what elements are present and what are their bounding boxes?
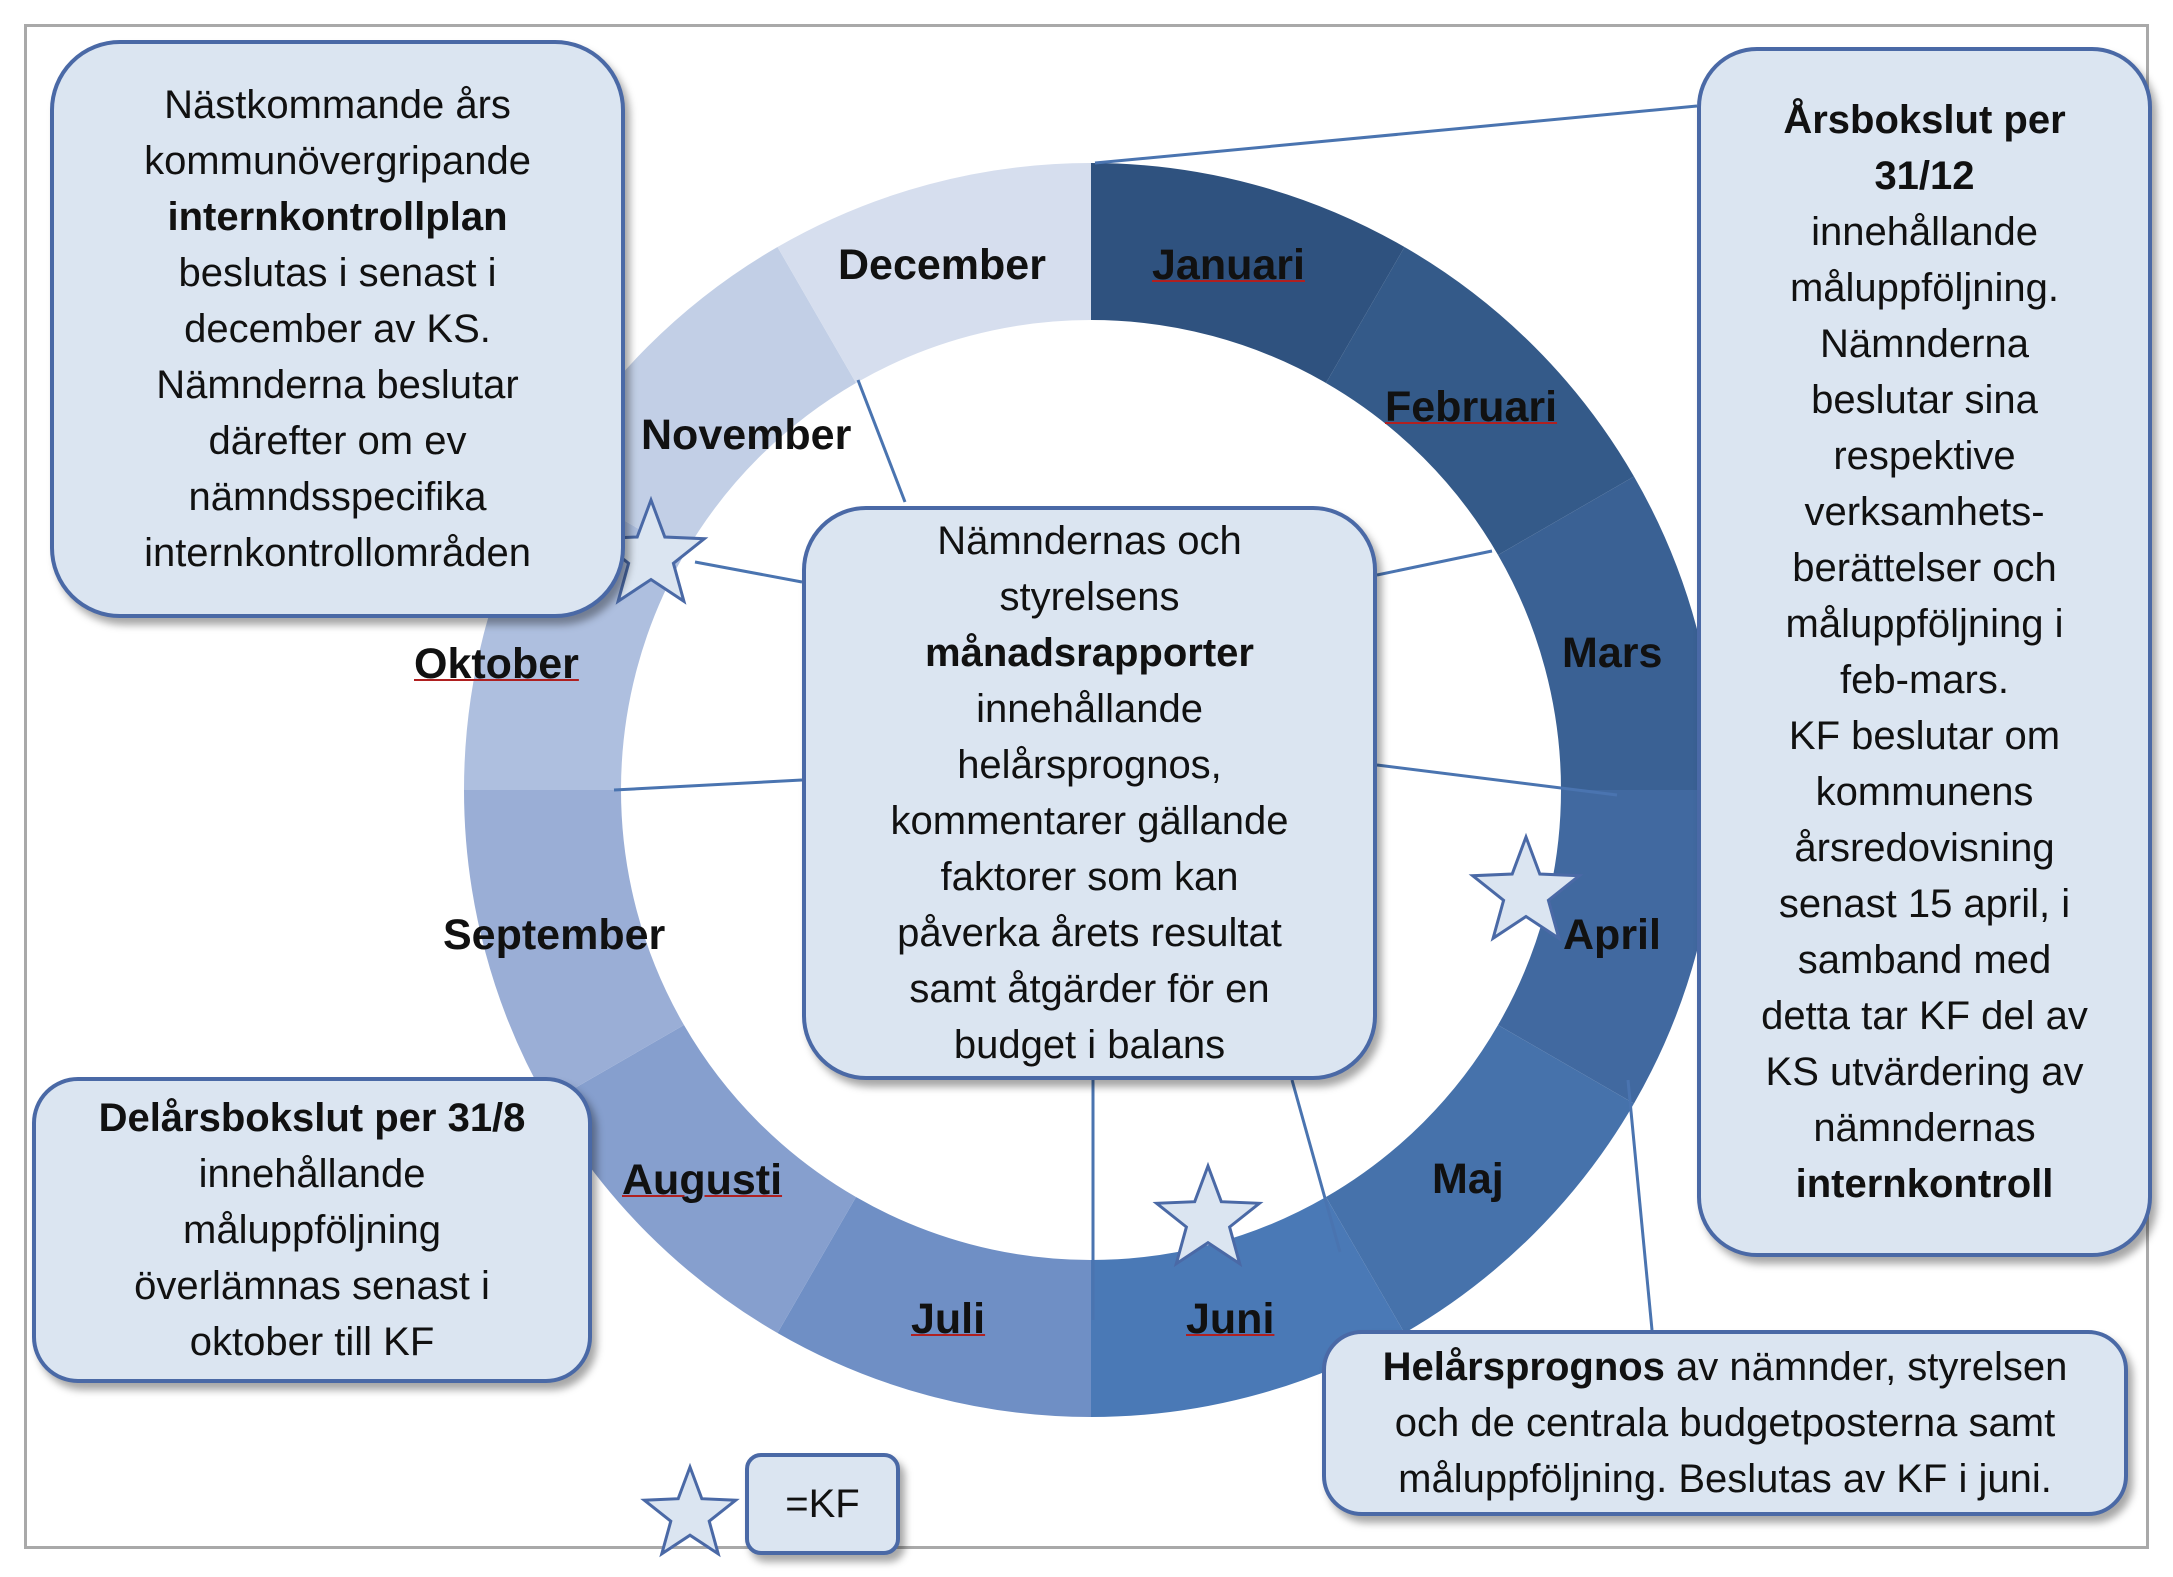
annual-line-8: verksamhets- [1804,490,2045,534]
connector-monthly-mars [1376,549,1493,577]
interim-line-1: Delårsbokslut per 31/8 [98,1096,526,1140]
interim-line-2: innehållande [198,1152,426,1196]
month-segment-november [548,247,856,555]
monthly-line-6: kommentarer gällande [890,799,1289,843]
month-label-september: September [443,911,666,959]
month-segment-februari [1326,247,1634,555]
month-segment-april [1498,790,1718,1104]
annual-line-15: senast 15 april, i [1778,882,2071,926]
star-icon-april [1468,832,1584,942]
internal-line-6: Nämnderna beslutar [156,363,519,407]
connector-monthly-september [613,778,803,792]
annual-line-1: Årsbokslut per [1783,98,2066,142]
interim-line-4: överlämnas senast i [134,1264,490,1308]
annual-line-5: Nämnderna [1819,322,2029,366]
internal-line-2: kommunövergripande [144,139,531,183]
annual-line-13: kommunens [1815,770,2034,814]
connector-annual [1094,104,1698,165]
fullyear-line-3: måluppföljning. Beslutas av KF i juni. [1398,1457,2052,1501]
month-label-augusti: Augusti [622,1156,783,1204]
annual-line-12: KF beslutar om [1788,714,2061,758]
internal-line-9: internkontrollområden [144,531,531,575]
month-label-december: December [838,241,1046,289]
legend-label: =KF [785,1482,860,1526]
month-label-maj: Maj [1432,1155,1504,1203]
fullyear-line-2: och de centrala budgetposterna samt [1394,1401,2056,1445]
month-segment-september [464,790,684,1104]
interim-line-5: oktober till KF [189,1320,435,1364]
month-segment-december [777,163,1091,383]
internal-control-plan-box: Nästkommande års kommunövergripande inte… [50,40,625,618]
monthly-line-10: budget i balans [953,1023,1226,1067]
connector-monthly-maj [1290,1079,1342,1253]
annual-line-14: årsredovisning [1794,826,2055,870]
annual-line-17: detta tar KF del av [1761,994,2088,1038]
month-label-juli: Juli [911,1295,986,1343]
full-year-forecast-box: Helårsprognos av nämnder, styrelsen och … [1322,1330,2128,1516]
monthly-reports-box: Nämndernas och styrelsens månadsrapporte… [802,506,1377,1080]
month-segment-juli [777,1197,1091,1417]
connector-monthly-april [1376,763,1618,797]
connector-fullyear-maj [1626,1079,1654,1331]
internal-line-8: nämndsspecifika [188,475,487,519]
internal-line-4: beslutas i senast i [178,251,497,295]
annual-line-16: samband med [1797,938,2052,982]
internal-line-3: internkontrollplan [167,195,508,239]
monthly-line-7: faktorer som kan [940,855,1239,899]
annual-line-2: 31/12 [1874,154,1975,198]
annual-line-18: KS utvärdering av [1765,1050,2084,1094]
monthly-line-8: påverka årets resultat [897,911,1282,955]
star-icon-juni [1152,1161,1264,1268]
month-label-april: April [1563,911,1661,959]
month-label-oktober: Oktober [414,640,579,688]
month-label-januari: Januari [1152,241,1305,289]
connector-lines [613,104,1698,1331]
annual-line-3: innehållande [1811,210,2038,254]
annual-line-4: måluppföljning. [1789,266,2060,310]
monthly-line-4: innehållande [976,687,1203,731]
internal-line-1: Nästkommande års [164,83,511,127]
month-segment-maj [1326,1025,1634,1333]
connector-internal-star [694,560,803,584]
monthly-line-1: Nämndernas och [937,519,1242,563]
interim-accounts-box: Delårsbokslut per 31/8 innehållande målu… [32,1077,592,1383]
annual-accounts-box: Årsbokslut per 31/12 innehållande målupp… [1697,47,2152,1257]
connector-internal-december [856,379,907,503]
monthly-line-2: styrelsens [999,575,1180,619]
annual-line-7: respektive [1833,434,2016,478]
annual-line-10: måluppföljning i [1785,602,2064,646]
internal-line-7: därefter om ev [208,419,467,463]
monthly-line-9: samt åtgärder för en [909,967,1270,1011]
month-segment-augusti [548,1025,856,1333]
month-segment-januari [1091,163,1405,383]
annual-line-6: beslutar sina [1811,378,2038,422]
legend-kf-box: =KF [745,1453,900,1555]
month-segment-mars [1498,476,1718,790]
month-label-juni: Juni [1186,1295,1275,1343]
month-label-februari: Februari [1385,383,1558,431]
fullyear-line-1: Helårsprognos av nämnder, styrelsen [1382,1345,2068,1389]
monthly-line-5: helårsprognos, [957,743,1222,787]
star-icon-legend [640,1462,740,1558]
interim-line-3: måluppföljning [183,1208,441,1252]
internal-line-5: december av KS. [184,307,491,351]
annual-line-20: internkontroll [1795,1162,2054,1206]
monthly-line-3: månadsrapporter [925,631,1254,675]
month-label-november: November [641,411,852,459]
month-label-mars: Mars [1562,629,1663,677]
annual-line-19: nämndernas [1813,1106,2036,1150]
annual-line-9: berättelser och [1792,546,2057,590]
annual-line-11: feb-mars. [1840,658,2009,702]
